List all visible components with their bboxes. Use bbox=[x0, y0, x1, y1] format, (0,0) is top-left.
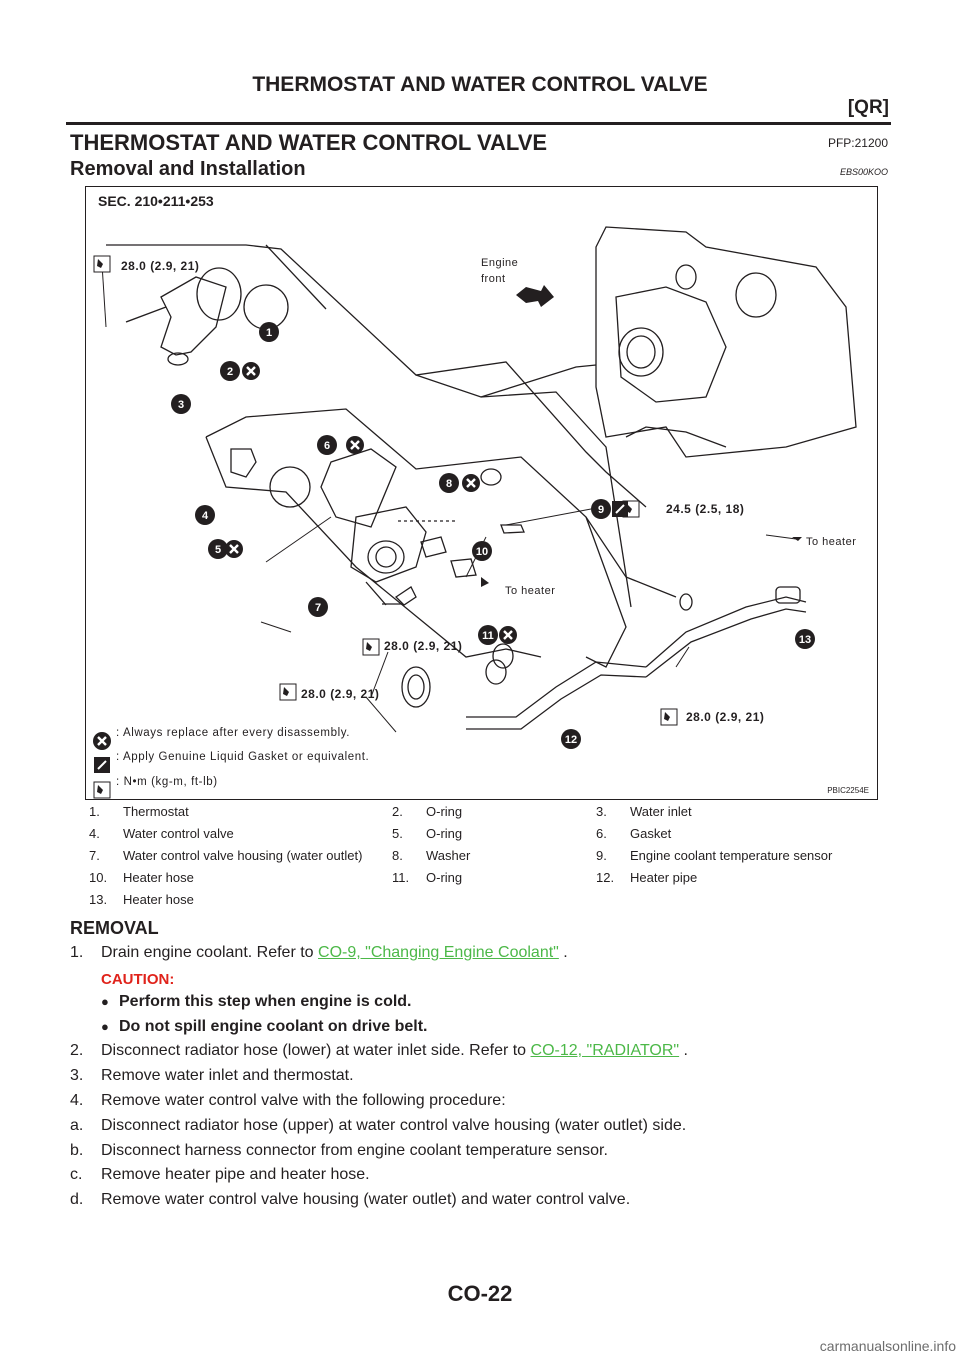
torque-wrench-icon bbox=[93, 255, 111, 273]
step-3: 3.Remove water inlet and thermostat. bbox=[70, 1067, 354, 1084]
liquid-gasket-icon bbox=[94, 757, 110, 773]
torque-label-13: 28.0 (2.9, 21) bbox=[686, 710, 765, 724]
callout-11: 11 bbox=[478, 625, 498, 645]
svg-text:4: 4 bbox=[202, 510, 209, 522]
section-title: THERMOSTAT AND WATER CONTROL VALVE bbox=[70, 130, 548, 155]
callout-9: 9 bbox=[591, 499, 611, 519]
header-rule bbox=[66, 122, 891, 125]
table-row: 4.Water control valve 5.O-ring 6.Gasket bbox=[89, 825, 672, 841]
svg-text:11: 11 bbox=[482, 630, 494, 642]
header-title: THERMOSTAT AND WATER CONTROL VALVE bbox=[252, 73, 708, 96]
replace-cross-icon bbox=[242, 362, 260, 380]
svg-text:2: 2 bbox=[227, 366, 233, 378]
callout-6: 6 bbox=[317, 435, 337, 455]
legend-torque-unit: : N•m (kg-m, ft-lb) bbox=[116, 776, 218, 788]
page-number: CO-22 bbox=[447, 1281, 513, 1306]
step-4: 4.Remove water control valve with the fo… bbox=[70, 1092, 506, 1109]
step-2: 2.Disconnect radiator hose (lower) at wa… bbox=[70, 1042, 688, 1059]
caution-item: ●Do not spill engine coolant on drive be… bbox=[101, 1018, 428, 1035]
torque-wrench-icon bbox=[279, 683, 297, 701]
pfp-code: PFP:21200 bbox=[827, 136, 888, 150]
engine-front-label-2: front bbox=[481, 273, 506, 285]
figure-id: PBIC2254E bbox=[827, 786, 869, 795]
liquid-gasket-icon bbox=[612, 501, 628, 517]
torque-label-12: 28.0 (2.9, 21) bbox=[301, 687, 380, 701]
svg-text:13: 13 bbox=[799, 634, 811, 646]
table-row: 7.Water control valve housing (water out… bbox=[89, 847, 833, 863]
svg-text:9: 9 bbox=[598, 504, 604, 516]
callout-1: 1 bbox=[259, 322, 279, 342]
step-1: 1.Drain engine coolant. Refer to CO-9, "… bbox=[70, 944, 568, 961]
table-row: 1.Thermostat 2.O-ring 3.Water inlet bbox=[89, 803, 692, 819]
torque-label-1: 28.0 (2.9, 21) bbox=[121, 259, 200, 273]
legend-gasket: : Apply Genuine Liquid Gasket or equival… bbox=[116, 751, 370, 763]
svg-text:8: 8 bbox=[446, 478, 452, 490]
svg-text:7: 7 bbox=[315, 602, 321, 614]
callout-10: 10 bbox=[472, 541, 492, 561]
callout-8: 8 bbox=[439, 473, 459, 493]
callout-12: 12 bbox=[561, 729, 581, 749]
replace-cross-icon bbox=[346, 436, 364, 454]
table-row: 10.Heater hose 11.O-ring 12.Heater pipe bbox=[89, 869, 698, 885]
torque-label-9: 24.5 (2.5, 18) bbox=[666, 502, 745, 516]
ref-code: EBS00KOO bbox=[839, 167, 888, 177]
torque-label-7: 28.0 (2.9, 21) bbox=[384, 639, 463, 653]
callout-7: 7 bbox=[308, 597, 328, 617]
callout-3: 3 bbox=[171, 394, 191, 414]
removal-heading: REMOVAL bbox=[70, 918, 159, 938]
callout-13: 13 bbox=[795, 629, 815, 649]
parts-legend-table: 1.Thermostat 2.O-ring 3.Water inlet 4.Wa… bbox=[85, 800, 878, 910]
svg-text:5: 5 bbox=[215, 544, 221, 556]
torque-wrench-icon bbox=[660, 708, 678, 726]
svg-text:10: 10 bbox=[476, 546, 488, 558]
caution-label: CAUTION: bbox=[101, 971, 175, 988]
callout-2: 2 bbox=[220, 361, 240, 381]
step-4c: c.Remove heater pipe and heater hose. bbox=[70, 1166, 370, 1183]
replace-cross-icon bbox=[462, 474, 480, 492]
torque-wrench-icon bbox=[362, 638, 380, 656]
step-4b: b.Disconnect harness connector from engi… bbox=[70, 1142, 608, 1159]
link-radiator[interactable]: CO-12, "RADIATOR" bbox=[530, 1042, 680, 1059]
step-4d: d.Remove water control valve housing (wa… bbox=[70, 1191, 631, 1208]
svg-text:6: 6 bbox=[324, 440, 330, 452]
step-4a: a.Disconnect radiator hose (upper) at wa… bbox=[70, 1117, 687, 1134]
sec-label: SEC. 210•211•253 bbox=[98, 193, 214, 209]
to-heater-label-2: To heater bbox=[806, 536, 857, 548]
callout-5: 5 bbox=[208, 539, 228, 559]
to-heater-label-1: To heater bbox=[505, 585, 556, 597]
table-row: 13.Heater hose bbox=[89, 891, 194, 907]
replace-cross-icon bbox=[225, 540, 243, 558]
engine-front-label-1: Engine bbox=[481, 257, 519, 269]
svg-text:3: 3 bbox=[178, 399, 184, 411]
callout-4: 4 bbox=[195, 505, 215, 525]
caution-item: ●Perform this step when engine is cold. bbox=[101, 993, 412, 1010]
svg-text:12: 12 bbox=[565, 734, 577, 746]
replace-cross-icon bbox=[499, 626, 517, 644]
legend-replace-cross-icon bbox=[93, 732, 111, 750]
subsection-title: Removal and Installation bbox=[70, 158, 306, 180]
watermark: carmanualsonline.info bbox=[819, 1338, 956, 1354]
torque-wrench-icon bbox=[93, 781, 111, 799]
legend-replace: : Always replace after every disassembly… bbox=[116, 727, 351, 739]
svg-text:1: 1 bbox=[266, 327, 272, 339]
engine-code: [QR] bbox=[847, 97, 889, 118]
link-changing-engine-coolant[interactable]: CO-9, "Changing Engine Coolant" bbox=[318, 944, 559, 961]
